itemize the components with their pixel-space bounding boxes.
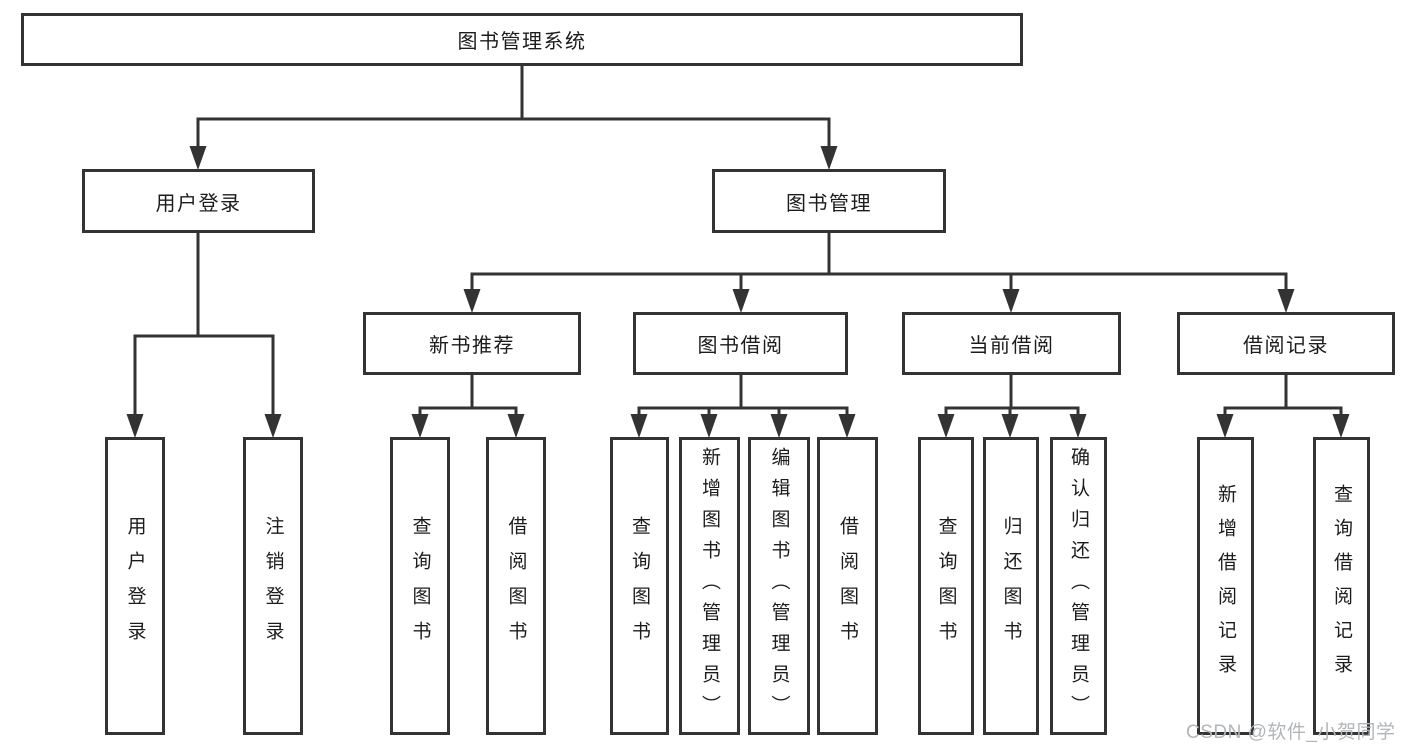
node-borrowing-records: 借阅记录 [1177,312,1395,375]
leaf-current-confirm-return-label: 确认归还（管理员） [1068,446,1089,726]
leaf-user-login: 用户登录 [105,437,165,735]
arrowhead-down-icon [937,414,955,438]
leaf-borrow-borrow-books-label: 借阅图书 [837,516,858,656]
leaf-borrow-add-books-label: 新增图书（管理员） [699,446,720,726]
leaf-records-add-record: 新增借阅记录 [1197,437,1254,735]
leaf-current-query-books-label: 查询图书 [935,516,957,656]
leaf-current-return-books: 归还图书 [983,437,1039,735]
node-book-management-label: 图书管理 [786,192,872,215]
arrowhead-down-icon [820,146,838,170]
leaf-logout: 注销登录 [243,437,303,735]
arrowhead-down-icon [1332,414,1350,438]
leaf-borrow-add-books: 新增图书（管理员） [679,437,740,735]
arrowhead-down-icon [126,414,144,438]
leaf-records-query-record-label: 查询借阅记录 [1331,484,1352,688]
node-book-borrowing-label: 图书借阅 [697,335,784,357]
arrowhead-down-icon [507,414,525,438]
arrowhead-down-icon [732,289,750,313]
node-current-borrowing: 当前借阅 [902,312,1121,375]
arrowhead-down-icon [770,414,788,438]
leaf-logout-label: 注销登录 [262,516,284,656]
leaf-recommend-borrow-books-label: 借阅图书 [505,516,527,656]
watermark: CSDN @软件_小贺同学 [1186,722,1396,743]
leaf-borrow-query-books-label: 查询图书 [629,516,650,656]
arrowhead-down-icon [264,414,282,438]
leaf-recommend-borrow-books: 借阅图书 [486,437,546,735]
arrowhead-down-icon [1216,414,1234,438]
node-current-borrowing-label: 当前借阅 [968,335,1055,357]
leaf-borrow-borrow-books: 借阅图书 [817,437,878,735]
arrowhead-down-icon [700,414,718,438]
arrowhead-down-icon [411,414,429,438]
node-book-borrowing: 图书借阅 [633,312,848,375]
leaf-borrow-query-books: 查询图书 [610,437,669,735]
node-root-label: 图书管理系统 [457,31,587,53]
arrowhead-down-icon [1277,289,1295,313]
node-user-login-branch: 用户登录 [82,169,315,233]
leaf-recommend-query-books: 查询图书 [390,437,450,735]
node-user-login-branch-label: 用户登录 [155,192,242,215]
arrowhead-down-icon [630,414,648,438]
leaf-recommend-query-books-label: 查询图书 [409,516,431,656]
arrowhead-down-icon [838,414,856,438]
leaf-current-confirm-return: 确认归还（管理员） [1050,437,1107,735]
node-book-management: 图书管理 [712,169,946,233]
node-borrowing-records-label: 借阅记录 [1243,335,1329,357]
arrowhead-down-icon [463,289,481,313]
arrowhead-down-icon [1069,414,1087,438]
leaf-user-login-label: 用户登录 [124,516,146,656]
arrowhead-down-icon [1001,414,1019,438]
leaf-borrow-edit-books-label: 编辑图书（管理员） [768,446,790,726]
node-new-book-recommend: 新书推荐 [363,312,581,375]
node-root: 图书管理系统 [21,13,1023,66]
node-new-book-recommend-label: 新书推荐 [429,335,515,357]
arrowhead-down-icon [1002,289,1020,313]
leaf-records-query-record: 查询借阅记录 [1313,437,1370,735]
arrowhead-down-icon [189,146,207,170]
leaf-borrow-edit-books: 编辑图书（管理员） [748,437,810,735]
leaf-current-return-books-label: 归还图书 [1000,516,1022,656]
leaf-current-query-books: 查询图书 [918,437,974,735]
leaf-records-add-record-label: 新增借阅记录 [1215,484,1236,688]
